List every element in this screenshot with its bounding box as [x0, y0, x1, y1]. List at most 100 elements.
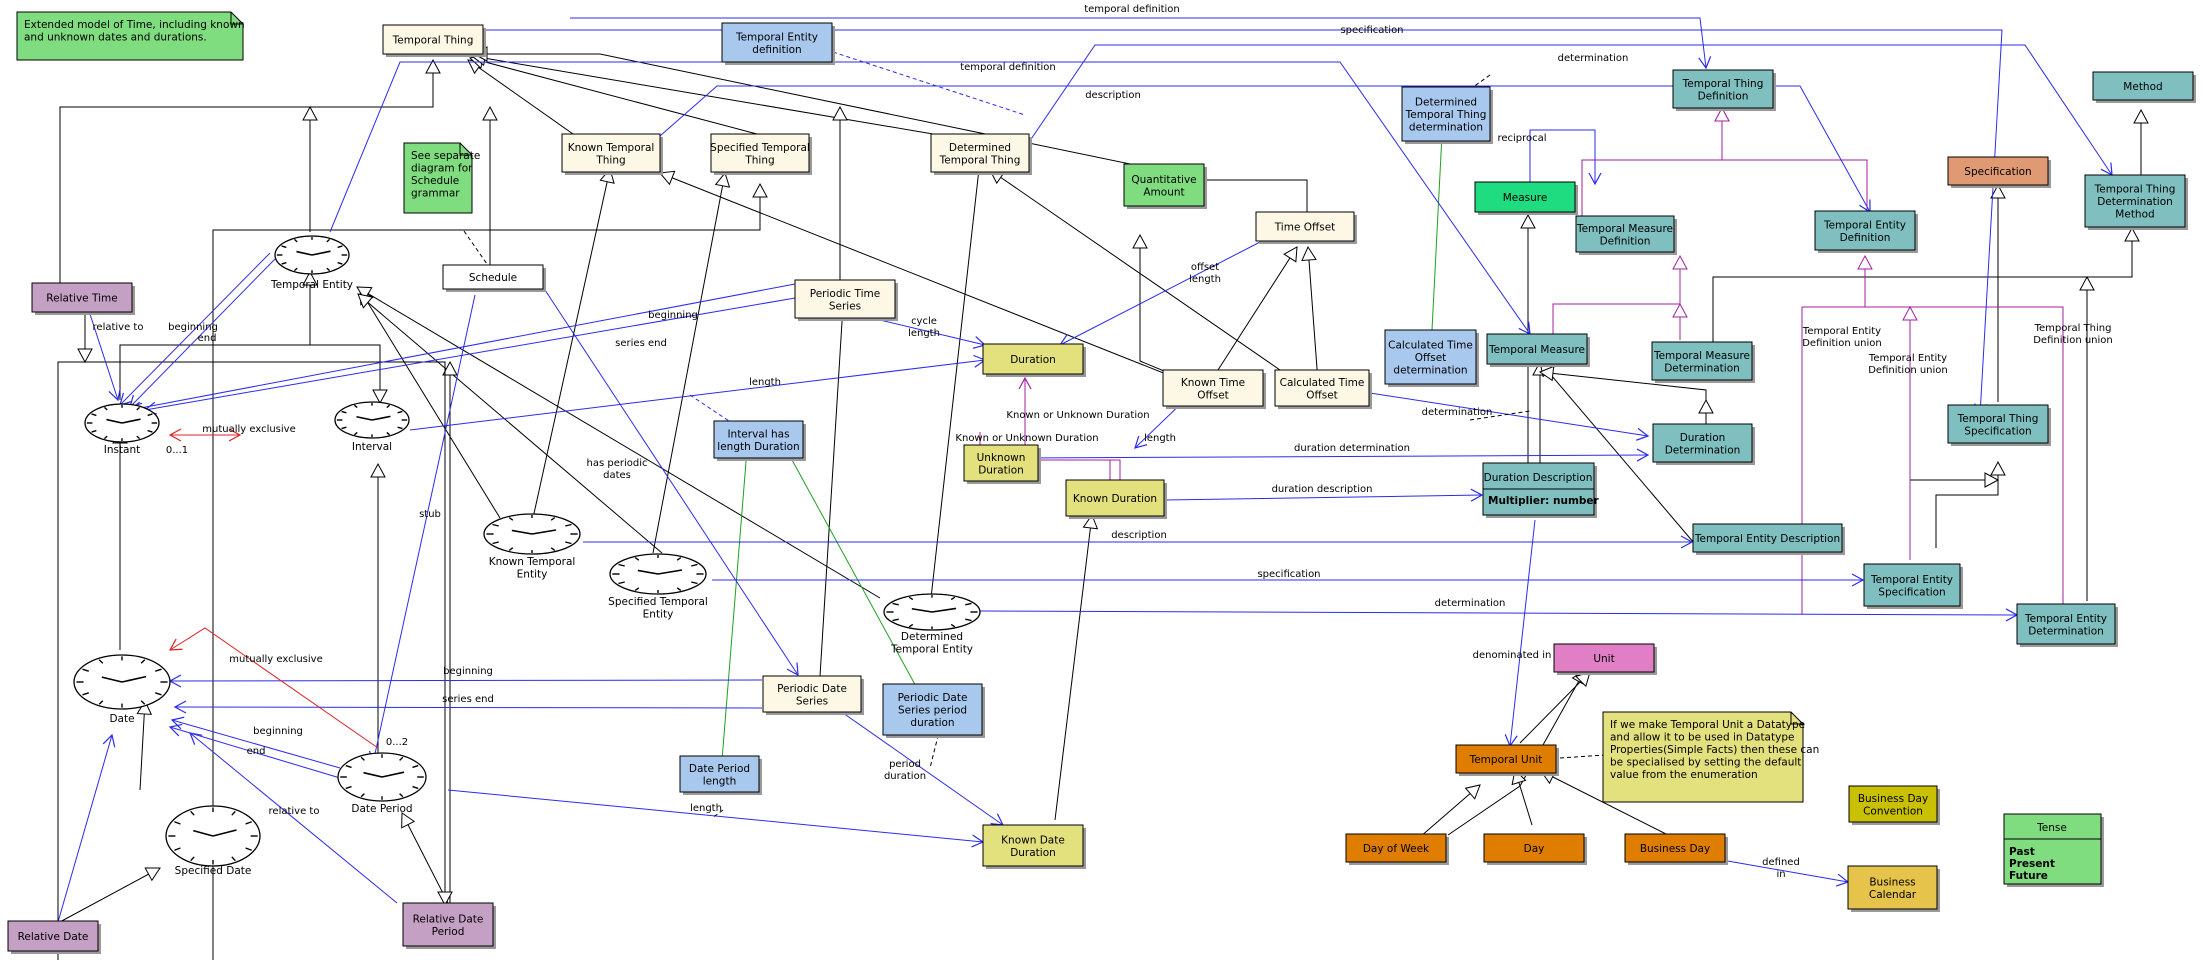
box-label: Definition	[1600, 235, 1651, 247]
clock-tick	[147, 429, 153, 433]
clock-tick	[399, 793, 404, 798]
edge-label-text: Temporal Entity	[1868, 353, 1947, 364]
box-label: Calendar	[1869, 889, 1917, 901]
edge-label-text: relative to	[269, 806, 320, 817]
box-label: Series period	[898, 705, 967, 717]
clock-tick	[386, 404, 391, 409]
gen-ttd-to-tmd-purple	[1581, 108, 1723, 228]
class-day[interactable]: Day	[1483, 833, 1587, 865]
box-label: Determination	[1664, 362, 1740, 374]
edge-label-duration-determination: duration determination	[1294, 443, 1410, 454]
class-unit[interactable]: Unit	[1553, 643, 1657, 675]
clock-interval[interactable]: Interval	[334, 401, 410, 453]
generalization-head	[1520, 213, 1536, 229]
edge-label-text: denominated in	[1473, 650, 1552, 661]
edge-label-text: reciprocal	[1497, 133, 1546, 144]
box-label: Quantitative	[1131, 174, 1196, 186]
class-business-day[interactable]: Business Day	[1624, 833, 1728, 865]
edge-label-denominated-in: denominated in	[1473, 650, 1552, 661]
box-frame	[1847, 865, 1938, 910]
gen-dte-to-temporal-entity	[356, 286, 881, 599]
class-day-of-week[interactable]: Day of Week	[1345, 833, 1449, 865]
class-measure[interactable]: Measure	[1474, 181, 1578, 215]
clock-date-period[interactable]: Date Period	[337, 752, 427, 815]
assoc-duration-determination	[1024, 454, 1649, 459]
clock-tick	[634, 556, 640, 561]
box-label: Specification	[1964, 425, 2031, 437]
association-arrowhead	[1636, 448, 1650, 462]
edge-label-text: length	[1189, 274, 1221, 285]
clock-tick	[676, 587, 682, 592]
clock-specified-date[interactable]: Specified Date	[165, 805, 261, 877]
note-text: diagram for	[411, 163, 473, 175]
gen-bd-to-temporal-unit	[1540, 770, 1671, 837]
association-arrowhead	[189, 732, 203, 745]
edge-label-text: beginning	[648, 310, 698, 321]
generalization-head	[2133, 108, 2149, 124]
clock-date[interactable]: Date	[73, 654, 171, 725]
generalization-head	[356, 286, 373, 301]
clock-temporal-entity[interactable]: Temporal Entity	[270, 235, 353, 291]
class-temporal-unit[interactable]: Temporal Unit	[1455, 744, 1559, 776]
class-temporal-thing[interactable]: Temporal Thing	[382, 24, 486, 57]
edge-label-temporal-definition-mid: temporal definition	[960, 62, 1056, 73]
box-label: Determined	[1415, 97, 1477, 109]
edge-label-text: length	[749, 377, 781, 388]
clock-instant[interactable]: Instant	[84, 403, 160, 456]
clock-hand-minute	[121, 675, 147, 683]
clock-tick	[174, 847, 181, 851]
class-temporal-measure[interactable]: Temporal Measure	[1486, 333, 1590, 367]
association-arrowhead	[1851, 573, 1865, 587]
gen-relative-time-to-temporal-thing	[59, 60, 434, 290]
clock-hand-hour	[296, 250, 313, 256]
class-method[interactable]: Method	[2092, 71, 2196, 103]
class-temporal-entity-description[interactable]: Temporal Entity Description	[1692, 523, 1845, 555]
class-schedule[interactable]: Schedule	[442, 264, 546, 292]
class-known-duration[interactable]: Known Duration	[1065, 479, 1167, 519]
class-time-offset[interactable]: Time Offset	[1255, 211, 1357, 244]
box-label: length	[703, 775, 736, 787]
class-duration[interactable]: Duration	[982, 343, 1086, 377]
class-relative-time[interactable]: Relative Time	[31, 282, 135, 315]
box-frame	[1624, 833, 1726, 863]
class-relative-date[interactable]: Relative Date	[7, 920, 101, 954]
edge-label-end-dp: end	[247, 746, 266, 757]
class-specification[interactable]: Specification	[1947, 156, 2051, 188]
edge-label-known-or-unknown-1: Known or Unknown Duration	[1006, 410, 1149, 421]
clock-hand-minute	[212, 829, 237, 837]
gen-ktt-to-temporal-thing	[467, 59, 574, 135]
